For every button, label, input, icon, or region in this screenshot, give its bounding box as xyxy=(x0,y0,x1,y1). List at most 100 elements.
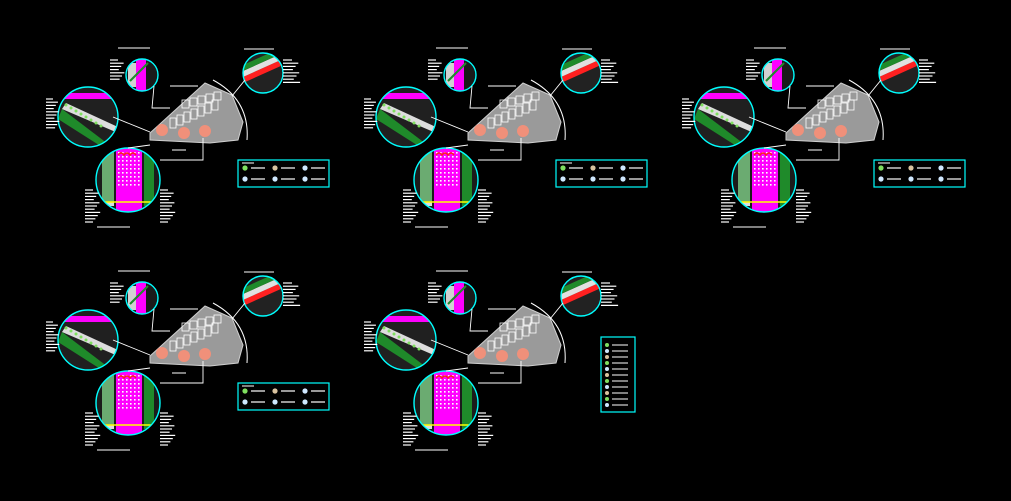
paving-dot xyxy=(452,172,454,174)
paving-dot xyxy=(440,156,442,158)
paving-dot xyxy=(754,172,756,174)
paving-dot xyxy=(444,172,446,174)
detail-circle-left-ring xyxy=(57,86,119,148)
shrub-icon xyxy=(715,112,719,116)
paving-dot xyxy=(436,399,438,401)
paving-dot xyxy=(118,168,120,170)
plaza-marker xyxy=(792,124,804,136)
paving-dot xyxy=(130,168,132,170)
paving-dot xyxy=(134,160,136,162)
paving-dot xyxy=(440,160,442,162)
paving-dot xyxy=(448,184,450,186)
detail-circle-left-ring xyxy=(57,309,119,371)
room-outline xyxy=(499,99,508,109)
paving-dot xyxy=(118,176,120,178)
paving-dot xyxy=(452,395,454,397)
tree-icon xyxy=(938,165,944,171)
green-strip xyxy=(243,276,283,294)
room-outline xyxy=(523,93,532,103)
shrub-icon xyxy=(700,103,704,107)
paving-dot xyxy=(770,180,772,182)
paving-icon xyxy=(272,165,278,171)
curved-road xyxy=(530,302,566,364)
room-outline xyxy=(205,316,214,326)
paving-dot xyxy=(118,395,120,397)
paving-dot xyxy=(126,379,128,381)
paving-dot xyxy=(456,160,458,162)
shrub-icon xyxy=(387,329,391,333)
paving-dot xyxy=(766,164,768,166)
legend-box xyxy=(237,159,330,188)
paving-dot xyxy=(134,395,136,397)
paving-dot xyxy=(138,156,140,158)
detail-circle-left-ring xyxy=(375,309,437,371)
paving-dot xyxy=(452,180,454,182)
room-outline xyxy=(213,91,222,101)
paving-dot xyxy=(122,172,124,174)
shrub-icon xyxy=(99,124,103,128)
detail-circle-right-content xyxy=(879,53,919,93)
red-strip xyxy=(243,59,283,83)
leader-line xyxy=(112,339,151,356)
detail-circle-right-content xyxy=(561,276,601,316)
room-outline xyxy=(805,117,813,129)
paving-dot xyxy=(126,387,128,389)
paving-dot xyxy=(138,379,140,381)
paving-dot xyxy=(774,152,776,154)
legend-box xyxy=(873,159,966,188)
leader-line xyxy=(787,85,806,109)
paving-dot xyxy=(770,152,772,154)
shrub-icon xyxy=(402,338,406,342)
paving-dot xyxy=(126,156,128,158)
red-strip xyxy=(879,59,919,83)
paving-dot xyxy=(138,407,140,409)
room-outline xyxy=(523,316,532,326)
green-strip xyxy=(243,53,283,71)
paving-dot xyxy=(754,180,756,182)
paving-dot xyxy=(448,180,450,182)
paving-dot xyxy=(138,387,140,389)
tree-icon xyxy=(605,391,609,395)
shrub-icon xyxy=(302,176,308,182)
paving-dot xyxy=(444,184,446,186)
paving-dot xyxy=(448,375,450,377)
paving-dot xyxy=(762,160,764,162)
room-outline xyxy=(531,91,540,101)
detail-circle-top-ring xyxy=(125,58,159,92)
paving-dot xyxy=(770,160,772,162)
paving-dot xyxy=(456,395,458,397)
paving-dot xyxy=(774,160,776,162)
paving-dot xyxy=(130,176,132,178)
legend-box-vertical xyxy=(600,336,636,413)
curved-road xyxy=(530,79,566,141)
paving-dot xyxy=(126,176,128,178)
paving-dot xyxy=(456,387,458,389)
green-band xyxy=(376,332,430,370)
paving-dot xyxy=(766,172,768,174)
sheet-3 xyxy=(682,47,966,228)
room-outline xyxy=(197,95,206,105)
paving-dot xyxy=(126,407,128,409)
paving-dot xyxy=(138,184,140,186)
paving-dot xyxy=(130,152,132,154)
leader-line xyxy=(469,308,488,332)
leader-line xyxy=(867,79,882,97)
paving-dot xyxy=(126,395,128,397)
paving-dot xyxy=(440,152,442,154)
paving-dot xyxy=(440,172,442,174)
paving-dot xyxy=(130,160,132,162)
paving-dot xyxy=(436,172,438,174)
room-outline xyxy=(176,337,184,349)
paving-dot xyxy=(130,391,132,393)
paving-dot xyxy=(138,168,140,170)
detail-circle-bottom-content xyxy=(732,148,796,212)
paving-dot xyxy=(444,383,446,385)
shrub-icon xyxy=(242,176,248,182)
paving-dot xyxy=(444,403,446,405)
paving-dot xyxy=(448,407,450,409)
paving-dot xyxy=(122,387,124,389)
paving-dot xyxy=(436,391,438,393)
leader-line xyxy=(127,144,151,149)
paving-dot xyxy=(126,184,128,186)
shrub-icon xyxy=(397,112,401,116)
